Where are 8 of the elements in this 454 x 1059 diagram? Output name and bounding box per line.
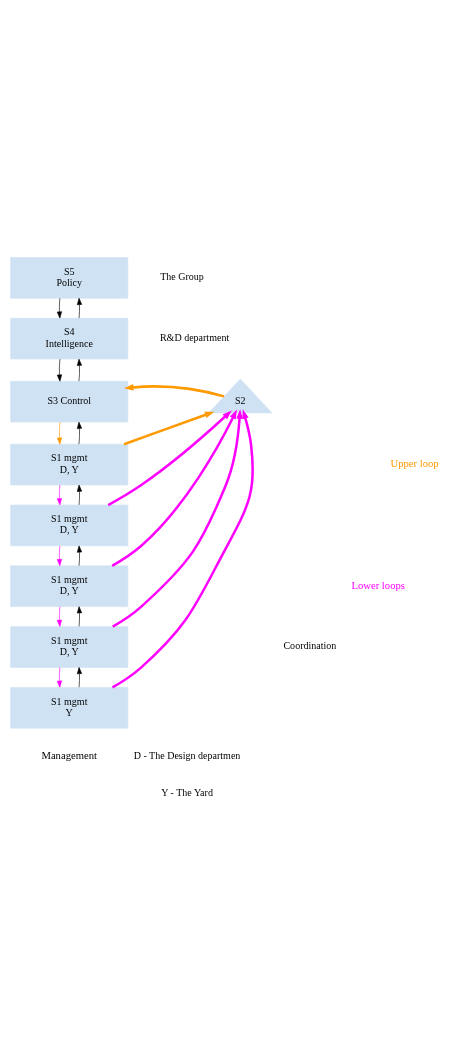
node-label: R&D department (159, 332, 230, 344)
label: Management (41, 750, 97, 762)
node-label: The Group (160, 271, 204, 283)
label: Y - The Yard (161, 786, 213, 798)
label: Coordination (283, 640, 337, 652)
label: Upper loop (390, 458, 439, 470)
label: D - The Design departmen (133, 750, 241, 762)
label: Lower loops (351, 579, 405, 591)
